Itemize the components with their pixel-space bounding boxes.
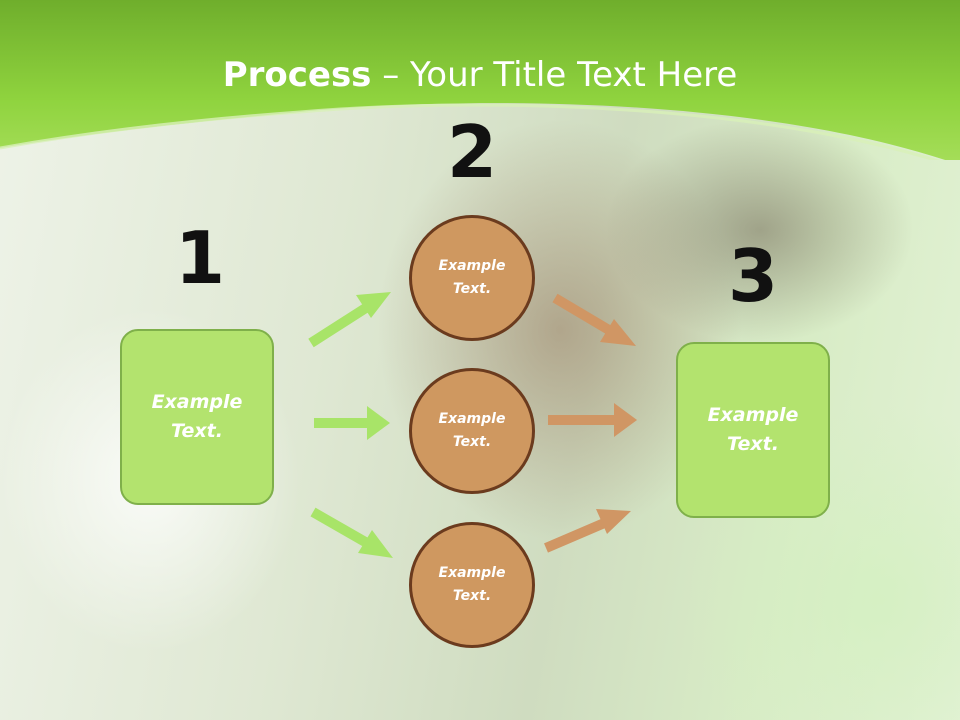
step-1-label: Example Text.: [151, 391, 243, 442]
step-2-circle-bottom: Example Text.: [409, 522, 535, 648]
step-1-box: Example Text.: [120, 329, 274, 505]
slide-title: Process – Your Title Text Here: [0, 54, 960, 96]
green-arrow-up: [308, 292, 391, 348]
title-bold: Process: [222, 55, 372, 95]
green-arrow-down: [310, 507, 393, 558]
circle-bottom-label: Example Text.: [438, 565, 506, 604]
step-3-box: Example Text.: [676, 342, 830, 518]
title-rest: – Your Title Text Here: [371, 55, 738, 95]
step-2-circle-top: Example Text.: [409, 215, 535, 341]
circle-top-label: Example Text.: [438, 258, 506, 297]
green-arrow-right: [314, 406, 390, 440]
brown-arrow-up: [544, 509, 631, 553]
circle-middle-label: Example Text.: [438, 411, 506, 450]
step-3-number: 3: [727, 234, 779, 318]
step-2-circle-middle: Example Text.: [409, 368, 535, 494]
brown-arrow-down: [552, 293, 636, 346]
header-banner: [0, 0, 960, 160]
step-2-number: 2: [446, 110, 498, 194]
step-1-number: 1: [174, 216, 226, 300]
brown-arrow-right: [548, 403, 637, 437]
step-3-label: Example Text.: [707, 404, 799, 455]
